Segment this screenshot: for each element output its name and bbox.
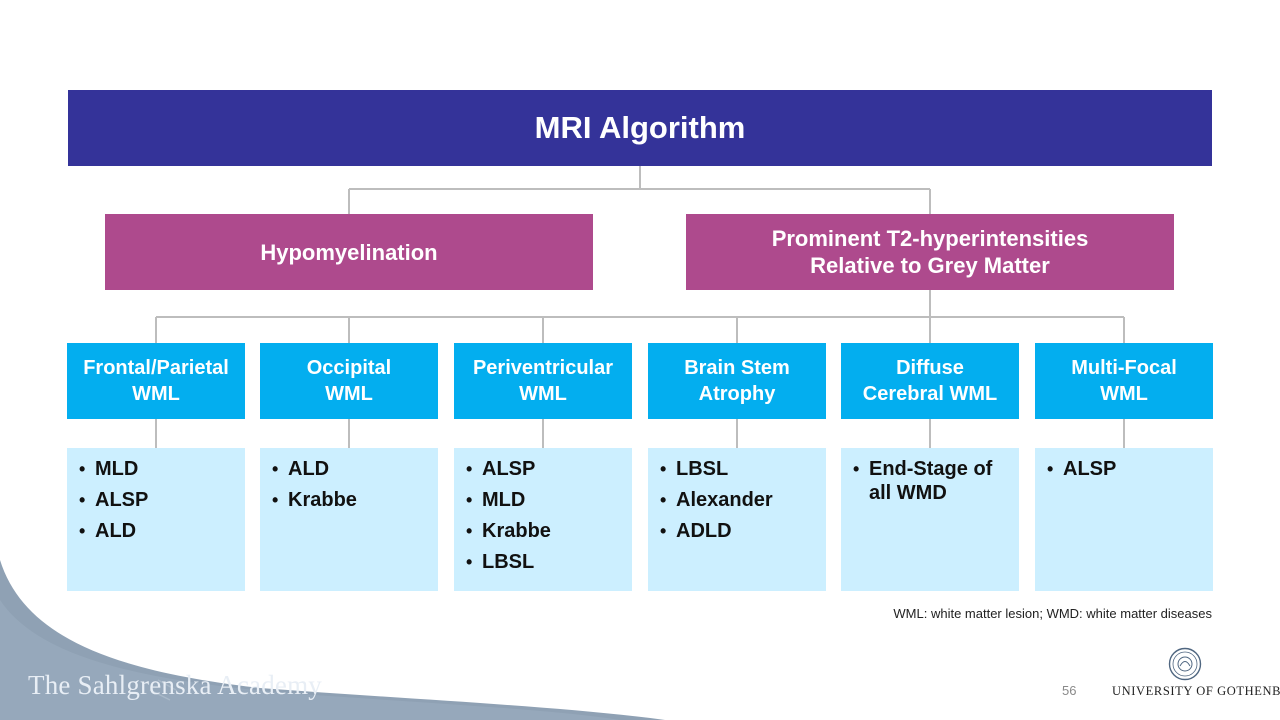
disease-list-brain-stem: LBSL Alexander ADLD <box>648 448 826 591</box>
category-line2: WML <box>1100 383 1148 405</box>
branch-label-line2: Relative to Grey Matter <box>810 253 1050 278</box>
list-item: Alexander <box>656 488 818 512</box>
category-line2: Cerebral WML <box>862 383 998 405</box>
category-line1: Multi-Focal <box>1071 357 1177 379</box>
list-item: End-Stage of all WMD <box>849 457 1011 505</box>
disease-list-frontal-parietal: MLD ALSP ALD <box>67 448 245 591</box>
university-wordmark: UNIVERSITY OF GOTHENBURG <box>1112 684 1280 698</box>
category-line1: Frontal/Parietal <box>83 357 229 379</box>
branch-label: Hypomyelination <box>260 239 438 265</box>
category-occipital: Occipital WML <box>260 343 438 419</box>
category-line1: Brain Stem <box>684 357 790 379</box>
list-item: LBSL <box>656 457 818 481</box>
list-item: ALD <box>75 519 237 543</box>
list-item: ALSP <box>75 488 237 512</box>
category-line2: WML <box>132 383 180 405</box>
category-brain-stem: Brain Stem Atrophy <box>648 343 826 419</box>
academy-wordmark: The Sahlgrenska Academy <box>28 670 323 700</box>
disease-list-multi-focal: ALSP <box>1035 448 1213 591</box>
branch-prominent-t2: Prominent T2-hyperintensities Relative t… <box>686 214 1174 290</box>
disease-list-diffuse-cerebral: End-Stage of all WMD <box>841 448 1019 591</box>
category-frontal-parietal: Frontal/Parietal WML <box>67 343 245 419</box>
list-item: LBSL <box>462 550 624 574</box>
list-item: Krabbe <box>462 519 624 543</box>
branch-label-line1: Prominent T2-hyperintensities <box>771 226 1089 251</box>
diagram-title: MRI Algorithm <box>534 110 746 145</box>
category-line1: Diffuse <box>896 357 964 379</box>
category-line1: Periventricular <box>472 357 614 379</box>
branch-hypomyelination: Hypomyelination <box>105 214 593 290</box>
category-line2: WML <box>519 383 567 405</box>
category-line1: Occipital <box>306 357 392 379</box>
disease-list-occipital: ALD Krabbe <box>260 448 438 591</box>
disease-list-periventricular: ALSP MLD Krabbe LBSL <box>454 448 632 591</box>
list-item: ALSP <box>462 457 624 481</box>
title-box: MRI Algorithm <box>68 90 1212 166</box>
university-seal-icon <box>1168 647 1202 681</box>
category-line2: Atrophy <box>698 383 776 405</box>
list-item: ALD <box>268 457 430 481</box>
list-item: ADLD <box>656 519 818 543</box>
abbreviation-footnote: WML: white matter lesion; WMD: white mat… <box>893 606 1212 621</box>
list-item: ALSP <box>1043 457 1205 481</box>
page-number: 56 <box>1062 683 1077 698</box>
list-item: MLD <box>75 457 237 481</box>
list-item: MLD <box>462 488 624 512</box>
list-item: Krabbe <box>268 488 430 512</box>
category-multi-focal: Multi-Focal WML <box>1035 343 1213 419</box>
category-periventricular: Periventricular WML <box>454 343 632 419</box>
category-diffuse-cerebral: Diffuse Cerebral WML <box>841 343 1019 419</box>
category-line2: WML <box>325 383 373 405</box>
